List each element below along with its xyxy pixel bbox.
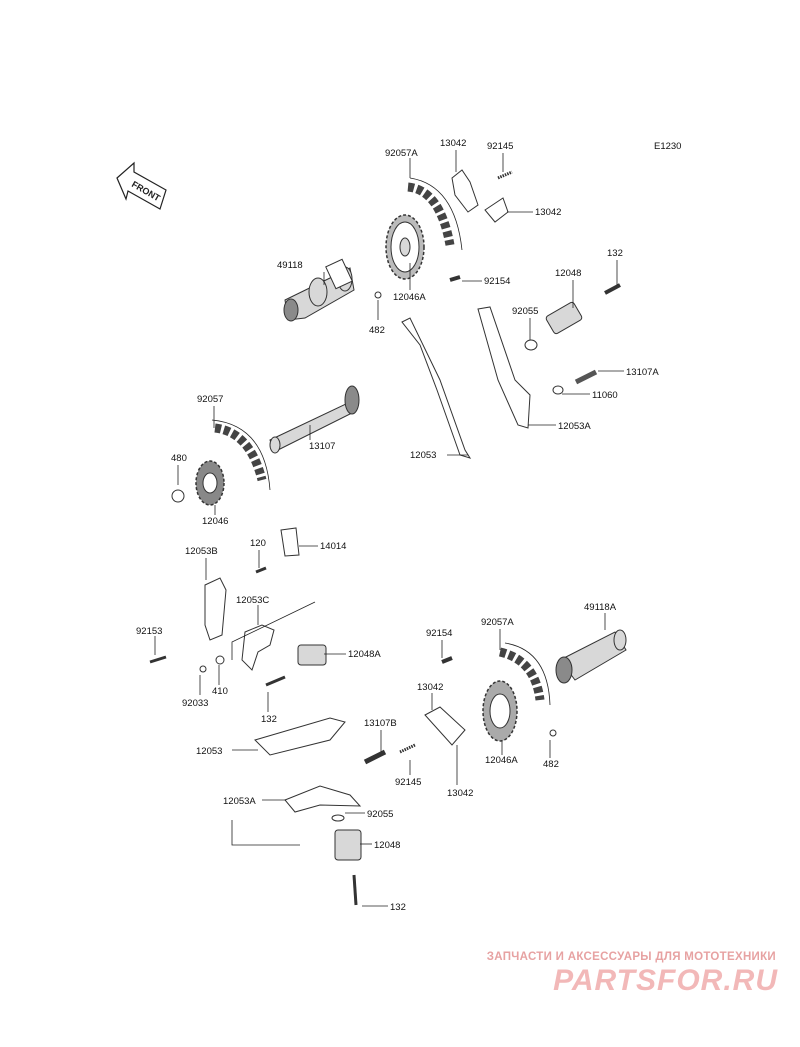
cam-chain-upper	[407, 177, 463, 251]
chain-guide-12053A-lower	[284, 785, 362, 813]
decompressor-lower	[399, 656, 466, 754]
label-132: 132	[390, 902, 406, 913]
bracket-14014	[255, 527, 300, 574]
label-13042: 13042	[535, 207, 561, 218]
label-12053C: 12053C	[236, 595, 269, 606]
label-13107B: 13107B	[364, 718, 397, 729]
label-92057A: 92057A	[481, 617, 514, 628]
tensioner-12048-upper	[524, 283, 621, 395]
label-92145: 92145	[395, 777, 421, 788]
label-132: 132	[261, 714, 277, 725]
label-12053: 12053	[410, 450, 436, 461]
chain-guide-12053A-upper	[477, 306, 531, 429]
label-13107A: 13107A	[626, 367, 659, 378]
label-12046A: 12046A	[485, 755, 518, 766]
label-13042: 13042	[417, 682, 443, 693]
label-12046: 12046	[202, 516, 228, 527]
label-12046A: 12046A	[393, 292, 426, 303]
sprocket-upper	[385, 214, 425, 280]
front-arrow-icon: FRONT	[116, 161, 167, 210]
label-92154: 92154	[426, 628, 452, 639]
label-92154: 92154	[484, 276, 510, 287]
label-92153: 92153	[136, 626, 162, 637]
label-12048: 12048	[555, 268, 581, 279]
label-12053A: 12053A	[223, 796, 256, 807]
chain-guide-rear-upper	[401, 317, 472, 459]
camshaft-13107	[269, 385, 360, 454]
sprocket-lower	[482, 642, 557, 742]
label-13042: 13042	[447, 788, 473, 799]
label-12048A: 12048A	[348, 649, 381, 660]
camshaft-49118A	[555, 629, 627, 684]
label-482: 482	[543, 759, 559, 770]
label-120: 120	[250, 538, 266, 549]
label-11060: 11060	[592, 390, 618, 401]
chain-guide-12053B	[149, 577, 227, 664]
label-410: 410	[212, 686, 228, 697]
chain-guide-12053-lower	[254, 717, 346, 756]
decompressor-upper	[374, 169, 513, 299]
sprocket-12046	[171, 419, 271, 506]
part-labels: 92057A 13042 92145 13042 49118 92154 120…	[136, 138, 659, 913]
diagram-code: E1230	[654, 141, 681, 152]
label-92145: 92145	[487, 141, 513, 152]
label-92057A: 92057A	[385, 148, 418, 159]
label-92057: 92057	[197, 394, 223, 405]
label-49118A: 49118A	[584, 602, 617, 613]
guide-12053C	[199, 624, 275, 673]
label-49118: 49118	[277, 260, 303, 271]
tensioner-12048A	[265, 644, 327, 687]
label-12048: 12048	[374, 840, 400, 851]
label-12053A: 12053A	[558, 421, 591, 432]
label-13107: 13107	[309, 441, 335, 452]
watermark-tagline: ЗАПЧАСТИ И АКСЕССУАРЫ ДЛЯ МОТОТЕХНИКИ	[486, 951, 776, 963]
label-13042: 13042	[440, 138, 466, 149]
label-482: 482	[369, 325, 385, 336]
label-92055: 92055	[512, 306, 538, 317]
leader-lines	[154, 150, 624, 907]
label-92033: 92033	[182, 698, 208, 709]
label-14014: 14014	[320, 541, 346, 552]
label-12053: 12053	[196, 746, 222, 757]
label-480: 480	[171, 453, 187, 464]
tensioner-12048-lower	[331, 749, 387, 906]
watermark-logo: PARTSFOR.RU	[553, 964, 778, 997]
label-92055: 92055	[367, 809, 393, 820]
label-132: 132	[607, 248, 623, 259]
camshaft-upper	[283, 258, 355, 322]
label-12053B: 12053B	[185, 546, 218, 557]
